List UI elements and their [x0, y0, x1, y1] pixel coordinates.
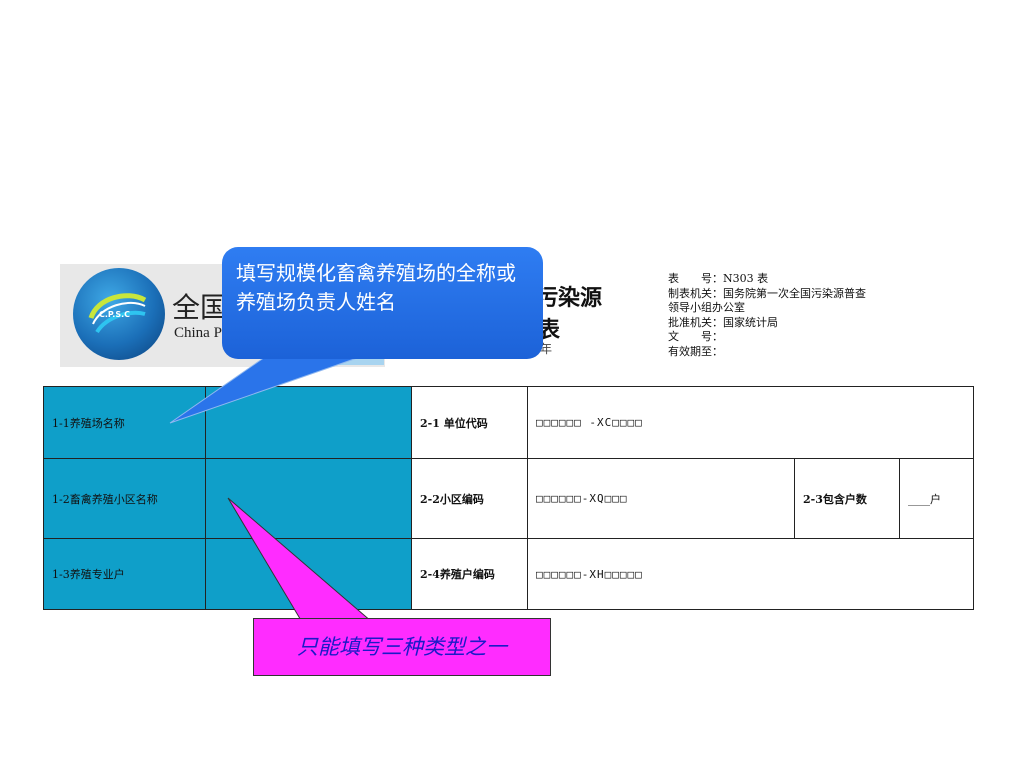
district-code-label: 2-2小区编码 — [411, 458, 528, 539]
table-row: 1-1养殖场名称 2-1 单位代码 □□□□□□ -XC□□□□ — [43, 386, 975, 459]
meta-issuer-line2: 领导小组办公室 — [668, 301, 745, 314]
meta-approver: 批准机关：国家统计局 — [668, 315, 778, 329]
pink-callout-pointer — [227, 497, 374, 623]
household-count-field[interactable]: ____户 — [898, 458, 975, 539]
meta-form-no: 表 号：N303 表 — [668, 272, 769, 285]
registration-form-table: 1-1养殖场名称 2-1 单位代码 □□□□□□ -XC□□□□ 1-2畜禽养殖… — [43, 386, 975, 610]
org-name-cn: 全国 — [172, 291, 229, 324]
meta-valid-until: 有效期至： — [668, 344, 723, 358]
logo-text: C.P.S.C — [99, 310, 131, 319]
logo-swoosh-icon — [88, 293, 147, 334]
org-name-en: China P — [174, 325, 222, 341]
form-title-line3: 年 — [540, 342, 553, 356]
meta-issuer-line1: 制表机关：国务院第一次全国污染源普查 — [668, 286, 866, 300]
specialized-household-label: 1-3养殖专业户 — [43, 538, 206, 610]
blue-callout-pointer — [169, 356, 361, 424]
cpsc-logo: C.P.S.C — [73, 268, 165, 360]
form-meta-block: 表 号：N303 表 制表机关：国务院第一次全国污染源普查 领导小组办公室 批准… — [668, 272, 866, 359]
table-row: 1-2畜禽养殖小区名称 2-2小区编码 □□□□□□-XQ□□□ 2-3包含户数… — [43, 458, 975, 539]
breeding-district-input-cell[interactable] — [205, 458, 412, 539]
blue-callout-note: 填写规模化畜禽养殖场的全称或养殖场负责人姓名 — [222, 247, 543, 359]
unit-code-label: 2-1 单位代码 — [411, 386, 528, 459]
table-row: 1-3养殖专业户 2-4养殖户编码 □□□□□□-XH□□□□□ — [43, 538, 975, 610]
farm-name-label: 1-1养殖场名称 — [43, 386, 206, 459]
household-code-field[interactable]: □□□□□□-XH□□□□□ — [526, 538, 975, 610]
household-code-label: 2-4养殖户编码 — [411, 538, 528, 610]
meta-doc-no: 文 号： — [668, 330, 723, 343]
unit-code-field[interactable]: □□□□□□ -XC□□□□ — [526, 386, 975, 459]
form-title-line2: 表 — [538, 318, 561, 343]
household-count-label: 2-3包含户数 — [794, 458, 900, 539]
pink-callout-note: 只能填写三种类型之一 — [253, 618, 551, 676]
form-title-line1: 污染源 — [536, 286, 603, 311]
breeding-district-label: 1-2畜禽养殖小区名称 — [43, 458, 206, 539]
